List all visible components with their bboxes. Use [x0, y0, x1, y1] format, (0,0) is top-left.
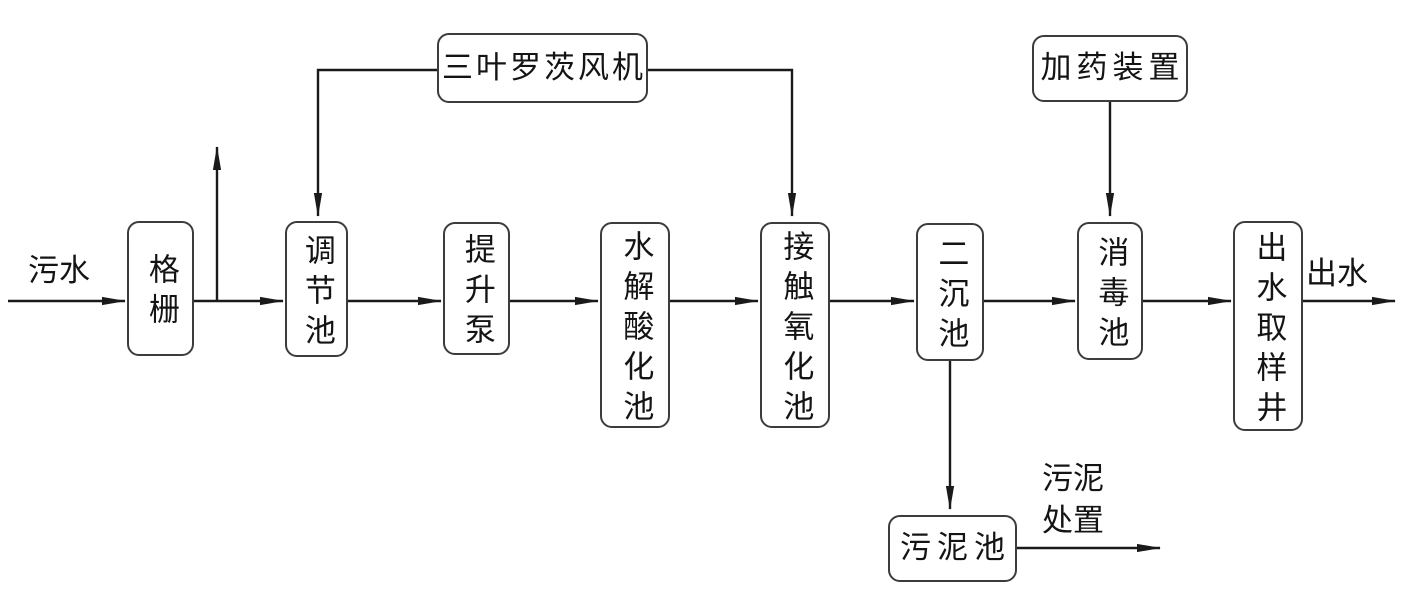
node-secondary-sedimentation-tank: 二沉池 — [916, 223, 984, 361]
node-lift-pump-label: 提升泵 — [459, 233, 495, 353]
node-blower: 三叶罗茨风机 — [437, 33, 648, 103]
node-secondary-sedimentation-tank-label: 二沉池 — [933, 236, 969, 357]
node-hydrolysis-acidification-tank-label: 水解酸化池 — [618, 229, 654, 430]
node-disinfection-tank: 消毒池 — [1077, 222, 1143, 360]
node-dosing-device: 加药装置 — [1032, 35, 1188, 102]
node-regulating-tank-label: 调节池 — [299, 233, 335, 354]
label-inflow: 污水 — [28, 253, 90, 288]
node-sludge-tank-label: 污泥池 — [900, 530, 1011, 566]
node-disinfection-tank-label: 消毒池 — [1093, 235, 1129, 356]
connector-blower-to-regulating-tank — [313, 68, 437, 217]
node-outlet-sampling-well-label: 出水取样井 — [1251, 230, 1287, 431]
node-grating: 格栅 — [127, 221, 194, 356]
node-contact-oxidation-tank: 接触氧化池 — [760, 222, 830, 430]
label-outflow: 出水 — [1306, 256, 1368, 291]
label-sludge-disposal: 污泥 处置 — [1042, 461, 1104, 538]
node-sludge-tank: 污泥池 — [888, 515, 1017, 582]
node-hydrolysis-acidification-tank: 水解酸化池 — [600, 222, 670, 430]
node-regulating-tank: 调节池 — [285, 221, 348, 357]
node-contact-oxidation-tank-label: 接触氧化池 — [778, 229, 814, 430]
node-lift-pump: 提升泵 — [443, 222, 510, 355]
node-grating-label: 格栅 — [143, 253, 179, 333]
node-dosing-device-label: 加药装置 — [1040, 50, 1185, 86]
node-outlet-sampling-well: 出水取样井 — [1233, 221, 1303, 431]
node-blower-label: 三叶罗茨风机 — [442, 49, 646, 85]
connector-blower-to-contact-oxidation — [648, 68, 797, 217]
